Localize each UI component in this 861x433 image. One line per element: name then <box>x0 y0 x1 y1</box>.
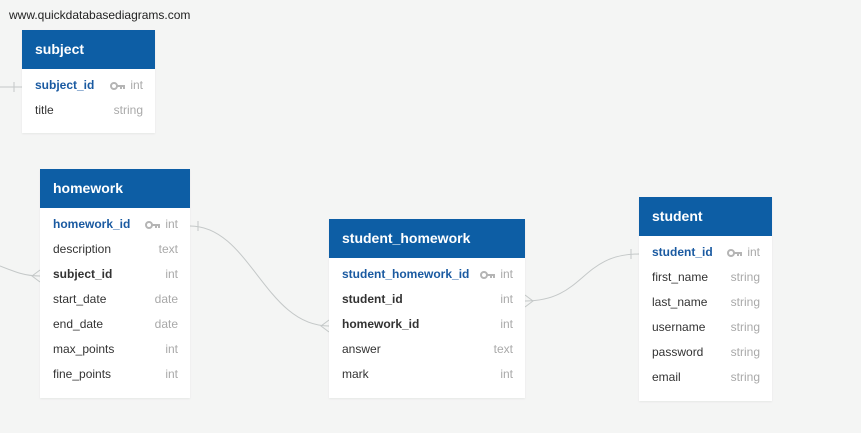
column-name: subject_id <box>35 78 95 92</box>
column-name: homework_id <box>342 317 420 331</box>
column-name: last_name <box>652 295 708 309</box>
column-name: end_date <box>53 317 104 331</box>
key-icon <box>727 248 743 257</box>
table-subject[interactable]: subject subject_id int title string <box>22 30 155 133</box>
table-homework[interactable]: homework homework_id int description tex… <box>40 169 190 398</box>
table-header: subject <box>22 30 155 69</box>
column-row[interactable]: fine_points int <box>40 362 190 387</box>
column-name: password <box>652 345 704 359</box>
column-row[interactable]: mark int <box>329 362 525 387</box>
column-row[interactable]: student_id int <box>329 287 525 312</box>
column-row[interactable]: title string <box>22 98 155 123</box>
many-marker-homework-subject <box>31 269 41 283</box>
column-type: text <box>158 242 178 256</box>
column-name: max_points <box>53 342 115 356</box>
column-type: text <box>493 342 513 356</box>
column-type: int <box>165 217 178 231</box>
column-row[interactable]: password string <box>639 340 772 365</box>
table-header: student <box>639 197 772 236</box>
column-row[interactable]: answer text <box>329 337 525 362</box>
column-type: int <box>165 342 178 356</box>
column-name: student_homework_id <box>342 267 470 281</box>
column-type: int <box>165 267 178 281</box>
column-type: int <box>165 367 178 381</box>
column-row[interactable]: subject_id int <box>40 262 190 287</box>
column-row[interactable]: start_date date <box>40 287 190 312</box>
column-name: answer <box>342 342 381 356</box>
column-type: int <box>500 292 513 306</box>
table-header: homework <box>40 169 190 208</box>
column-type: int <box>500 267 513 281</box>
column-row[interactable]: max_points int <box>40 337 190 362</box>
column-type: int <box>130 78 143 92</box>
link-homework-student-homework <box>189 225 330 327</box>
column-name: description <box>53 242 112 256</box>
column-row[interactable]: student_homework_id int <box>329 262 525 287</box>
column-name: email <box>652 370 681 384</box>
column-row[interactable]: username string <box>639 315 772 340</box>
column-name: homework_id <box>53 217 131 231</box>
key-icon <box>110 81 126 90</box>
column-type: int <box>500 317 513 331</box>
column-type: string <box>730 345 760 359</box>
column-row[interactable]: email string <box>639 365 772 390</box>
column-name: first_name <box>652 270 709 284</box>
column-type: string <box>730 295 760 309</box>
link-homework-subject <box>0 265 41 277</box>
column-type: date <box>154 317 178 331</box>
many-marker-student-homework-student <box>524 294 534 308</box>
column-name: title <box>35 103 54 117</box>
watermark: www.quickdatabasediagrams.com <box>9 8 191 22</box>
column-name: student_id <box>652 245 713 259</box>
column-type: string <box>113 103 143 117</box>
key-icon <box>480 270 496 279</box>
column-name: subject_id <box>53 267 113 281</box>
many-marker-student-homework-homework <box>320 319 330 333</box>
column-type: int <box>747 245 760 259</box>
column-row[interactable]: last_name string <box>639 290 772 315</box>
column-type: string <box>730 270 760 284</box>
column-type: int <box>500 367 513 381</box>
table-student[interactable]: student student_id int first_name string… <box>639 197 772 401</box>
column-type: date <box>154 292 178 306</box>
column-type: string <box>730 320 760 334</box>
column-name: fine_points <box>53 367 112 381</box>
column-name: username <box>652 320 706 334</box>
link-student-student-homework <box>524 253 640 302</box>
column-name: start_date <box>53 292 107 306</box>
column-name: student_id <box>342 292 403 306</box>
column-row[interactable]: first_name string <box>639 265 772 290</box>
column-name: mark <box>342 367 369 381</box>
column-row[interactable]: homework_id int <box>329 312 525 337</box>
column-row[interactable]: homework_id int <box>40 212 190 237</box>
column-type: string <box>730 370 760 384</box>
column-row[interactable]: end_date date <box>40 312 190 337</box>
column-row[interactable]: subject_id int <box>22 73 155 98</box>
column-row[interactable]: student_id int <box>639 240 772 265</box>
table-header: student_homework <box>329 219 525 258</box>
key-icon <box>145 220 161 229</box>
table-student-homework[interactable]: student_homework student_homework_id int… <box>329 219 525 398</box>
column-row[interactable]: description text <box>40 237 190 262</box>
